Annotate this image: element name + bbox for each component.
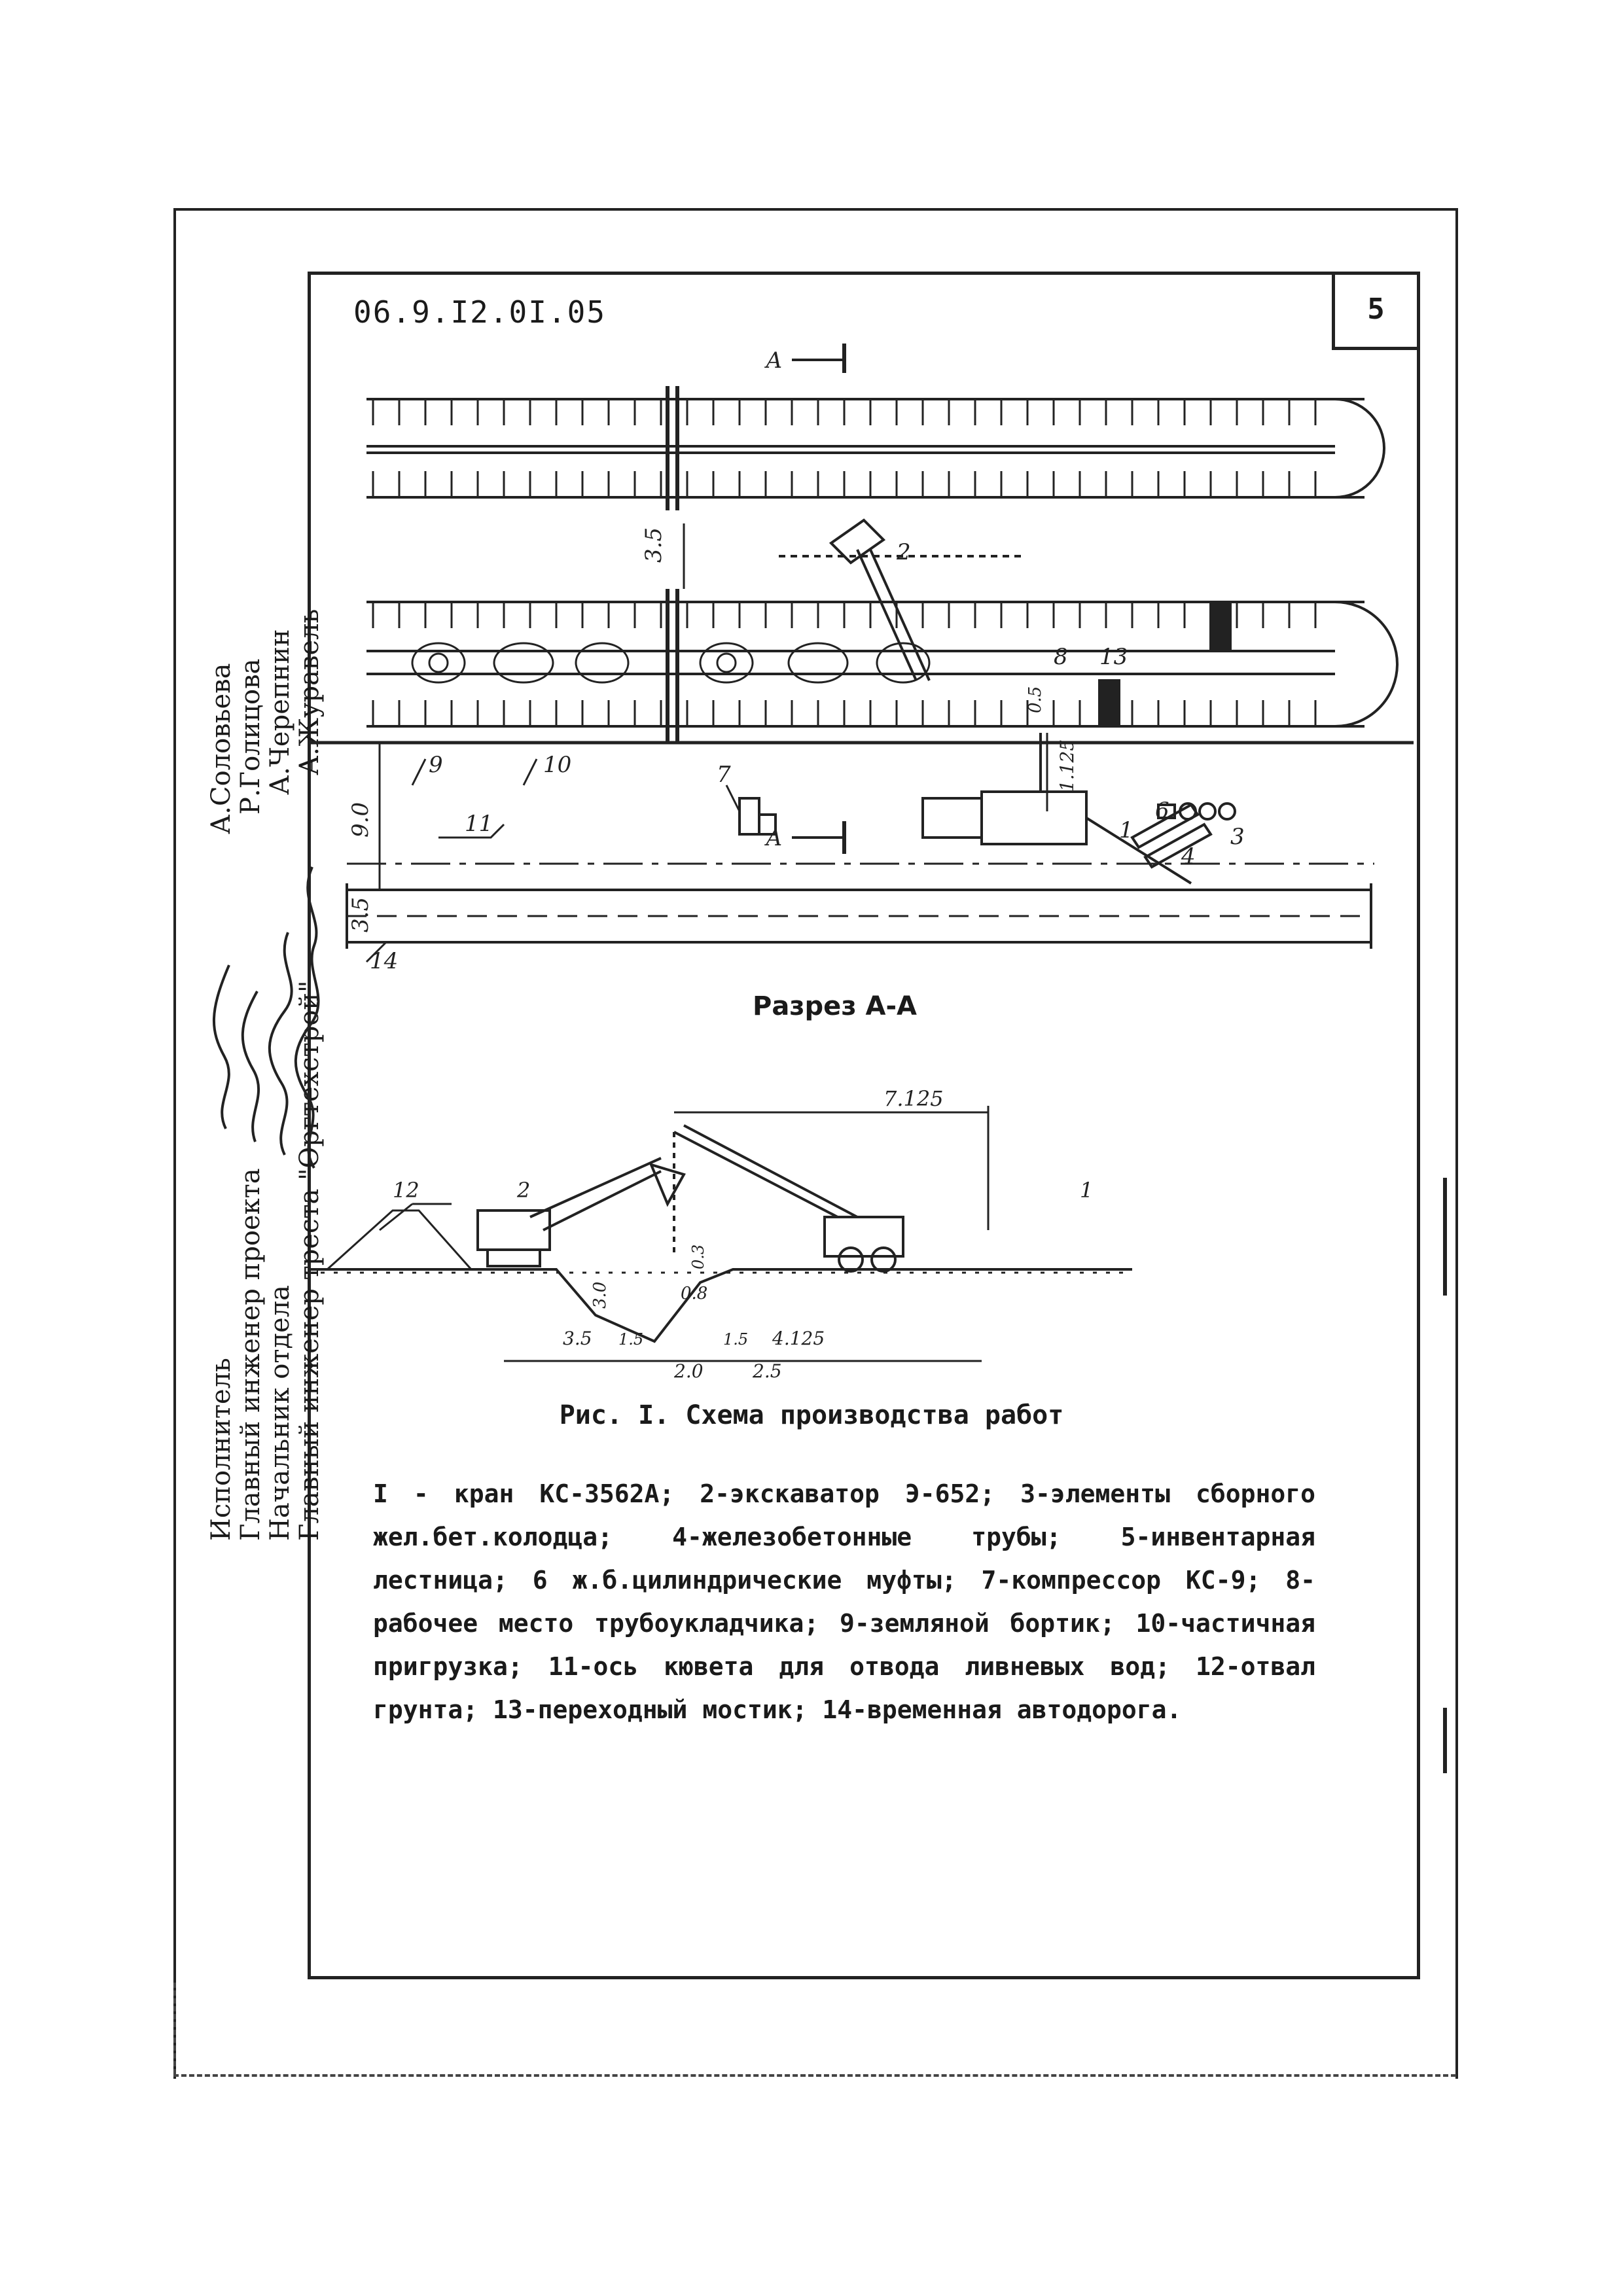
section-mark-bottom <box>792 821 846 854</box>
dimension-label: 3.5 <box>641 527 667 563</box>
compressor-plan <box>738 797 777 836</box>
callout-number: 7 <box>717 762 731 788</box>
dimension-label: 0.3 <box>689 1245 707 1269</box>
margin-mark <box>1443 1178 1447 1296</box>
dimension-label: 1.5 <box>723 1330 748 1349</box>
callout-number: 1 <box>1119 817 1133 843</box>
dimension-label: 0.8 <box>681 1284 707 1303</box>
document-code: 06.9.I2.0I.05 <box>353 294 607 330</box>
dimension-label: 1.125 <box>1056 739 1078 792</box>
dimension-label: 9.0 <box>348 802 374 838</box>
dimension-label: 4.125 <box>772 1328 825 1349</box>
margin-mark <box>1443 1708 1447 1773</box>
excavator-section <box>476 1157 686 1267</box>
dimension-label: 3.0 <box>590 1282 610 1309</box>
sheet-number: 5 <box>1367 292 1385 326</box>
crane-section <box>673 1124 904 1273</box>
callout-number: 13 <box>1099 644 1128 670</box>
callout-number: 1 <box>1080 1178 1093 1203</box>
work-scheme-drawing: А А 3.5 9.0 3.5 0.5 1.125 1 2 3 4 6 7 8 … <box>308 344 1414 1381</box>
dimension-label: 7.125 <box>883 1086 944 1111</box>
figure-legend: I - кран КС-3562А; 2-экскаватор Э-652; 3… <box>373 1479 1315 1724</box>
section-mark-label: А <box>764 347 783 374</box>
callout-number: 11 <box>465 811 493 837</box>
callout-number: 4 <box>1181 843 1196 870</box>
crane-plan <box>921 733 1192 885</box>
section-dimensions <box>379 1106 990 1362</box>
cut-line-left <box>173 1983 176 2074</box>
callout-number: 2 <box>896 539 911 565</box>
callout-number: 6 <box>1155 798 1169 824</box>
dimension-label: 2.0 <box>673 1360 704 1381</box>
sheet-number-box: 5 <box>1332 272 1417 350</box>
temporary-road <box>346 883 1372 949</box>
callout-number: 14 <box>370 948 398 974</box>
dimension-label: 0.5 <box>1026 686 1045 713</box>
dimension-label: 3.5 <box>563 1328 592 1349</box>
dimension-label: 1.5 <box>618 1330 643 1349</box>
handwritten-signatures <box>212 866 320 1169</box>
signature-name: А.Черепнин <box>265 629 295 795</box>
section-mark-label: А <box>764 825 783 851</box>
section-ground <box>308 1268 1132 1343</box>
figure-caption: Рис. I. Схема производства работ <box>559 1400 1064 1430</box>
soil-dump <box>325 1209 474 1271</box>
dimension-label: 3.5 <box>348 897 374 932</box>
callout-number: 10 <box>543 752 571 778</box>
lower-trench-plan <box>308 589 1414 745</box>
excavator-plan <box>779 518 1021 681</box>
section-mark-top <box>792 344 846 373</box>
dimension-label: 2.5 <box>752 1360 782 1381</box>
signature-block: Главный инженер треста "Оргтехстрой" Нач… <box>167 599 330 1547</box>
upper-trench-plan <box>366 386 1385 510</box>
callout-number: 9 <box>429 752 443 778</box>
callout-number: 12 <box>393 1178 419 1203</box>
section-title: Разрез А-А <box>753 991 917 1021</box>
page-frame <box>173 208 1458 2079</box>
callout-number: 8 <box>1054 644 1068 670</box>
callout-number: 2 <box>516 1178 530 1203</box>
cut-line-bottom <box>173 2074 1456 2077</box>
drawing-frame <box>308 272 1420 1979</box>
callout-number: 3 <box>1230 824 1245 850</box>
